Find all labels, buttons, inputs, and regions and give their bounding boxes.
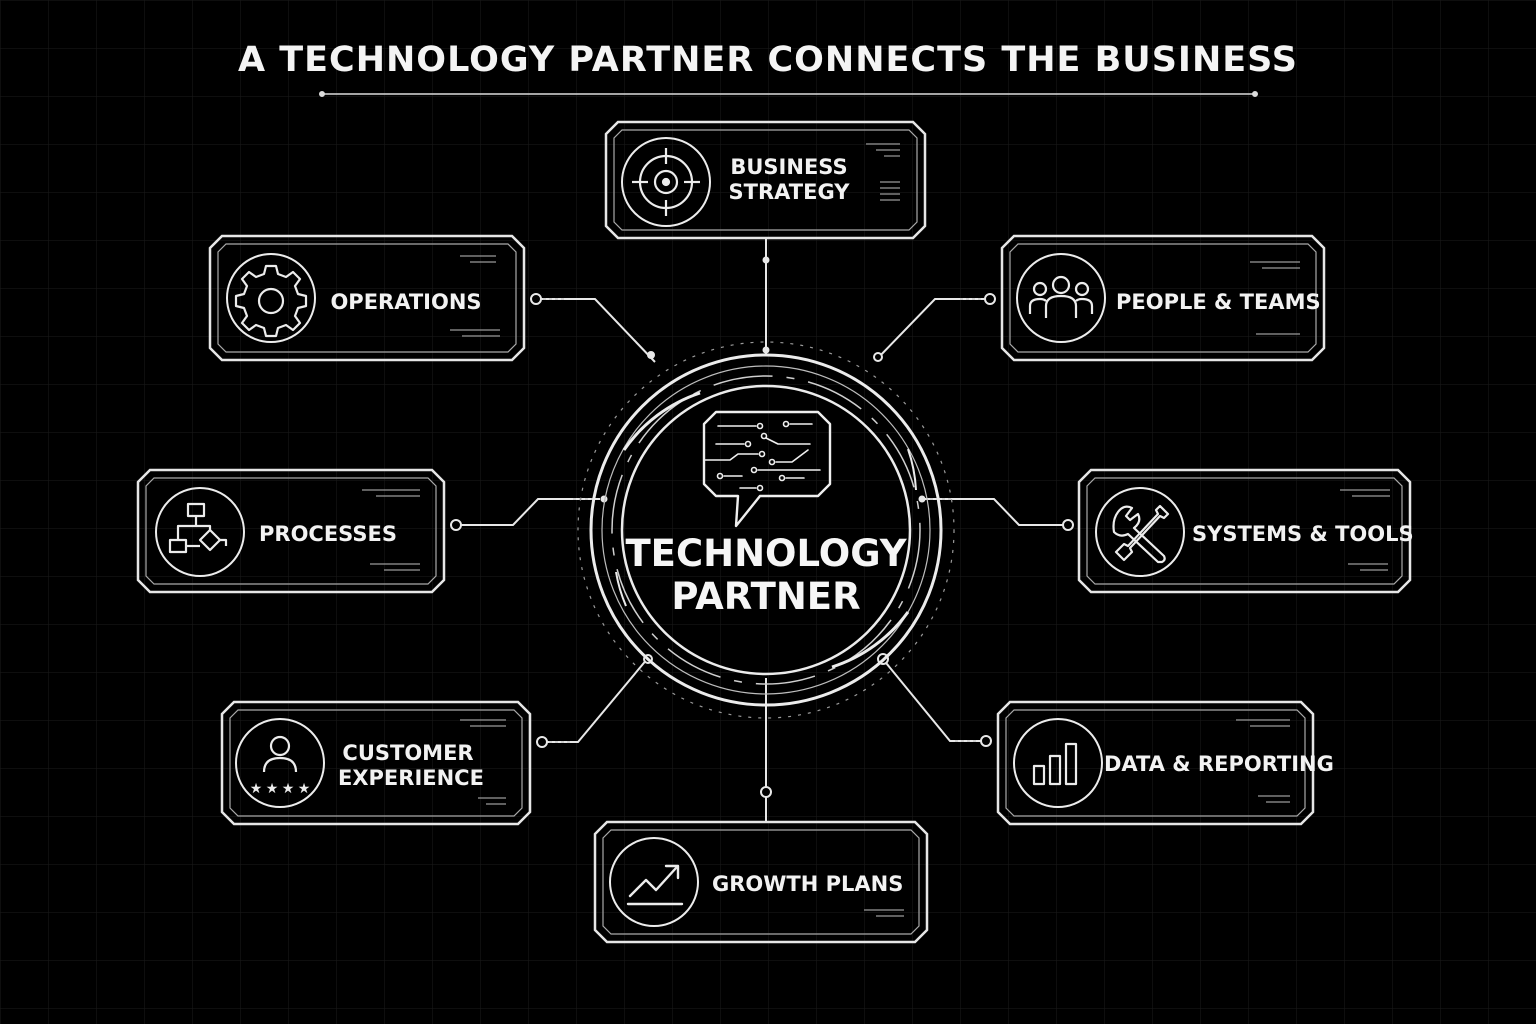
frame-growth-plans [593, 820, 929, 944]
frame-processes [136, 468, 446, 594]
center-label-line1: TECHNOLOGY [625, 532, 907, 575]
processes-label: PROCESSES [259, 522, 397, 546]
business-strategy-line1: BUSINESS [730, 155, 848, 179]
center-label-line2: PARTNER [671, 575, 861, 618]
customer-experience-label: CUSTOMER EXPERIENCE [338, 741, 484, 791]
data-reporting-label: DATA & REPORTING [1104, 752, 1334, 776]
technology-partner-hub [577, 341, 955, 719]
technology-partner-label: TECHNOLOGY PARTNER [610, 532, 922, 618]
svg-text:★: ★ [298, 781, 311, 797]
systems-tools-label: SYSTEMS & TOOLS [1192, 522, 1414, 546]
frame-operations [208, 234, 526, 362]
connector-processes [456, 498, 600, 526]
growth-trend-icon [626, 864, 684, 906]
frame-tick-accents [362, 143, 1390, 917]
operations-label: OPERATIONS [330, 290, 482, 314]
frame-data-reporting [996, 700, 1315, 826]
frame-customer-experience [220, 700, 532, 826]
target-icon [632, 148, 700, 216]
customer-experience-line1: CUSTOMER [342, 741, 474, 765]
connector-systems-tools [924, 498, 1068, 526]
connector-customer-experience [542, 657, 649, 743]
node-frames [136, 120, 1412, 944]
circuit-chat-bubble-icon [702, 410, 832, 528]
svg-text:★: ★ [250, 781, 263, 797]
frame-systems-tools [1077, 468, 1412, 594]
people-icon [1028, 275, 1094, 318]
bar-chart-icon [1032, 742, 1078, 786]
wrench-screwdriver-icon [1112, 504, 1170, 564]
growth-plans-label: GROWTH PLANS [712, 872, 904, 896]
business-strategy-line2: STRATEGY [728, 180, 850, 204]
diagram-title: A TECHNOLOGY PARTNER CONNECTS THE BUSINE… [237, 40, 1298, 80]
customer-rating-icon: ★ ★ ★ ★ [250, 735, 311, 797]
title-underline [319, 91, 1258, 97]
connector-dash-accents [543, 298, 983, 743]
connector-endpoints [450, 256, 1074, 798]
icon-circles [155, 137, 1185, 927]
customer-experience-line2: EXPERIENCE [338, 766, 484, 790]
people-teams-label: PEOPLE & TEAMS [1116, 290, 1321, 314]
gear-icon [234, 264, 308, 338]
connector-lines [456, 238, 1068, 822]
flowchart-icon [168, 502, 228, 554]
svg-text:★: ★ [266, 781, 279, 797]
connector-people-teams [875, 298, 990, 361]
frame-people-teams [1000, 234, 1326, 362]
svg-text:★: ★ [282, 781, 295, 797]
frame-business-strategy [604, 120, 927, 240]
business-strategy-label: BUSINESS STRATEGY [714, 155, 864, 205]
